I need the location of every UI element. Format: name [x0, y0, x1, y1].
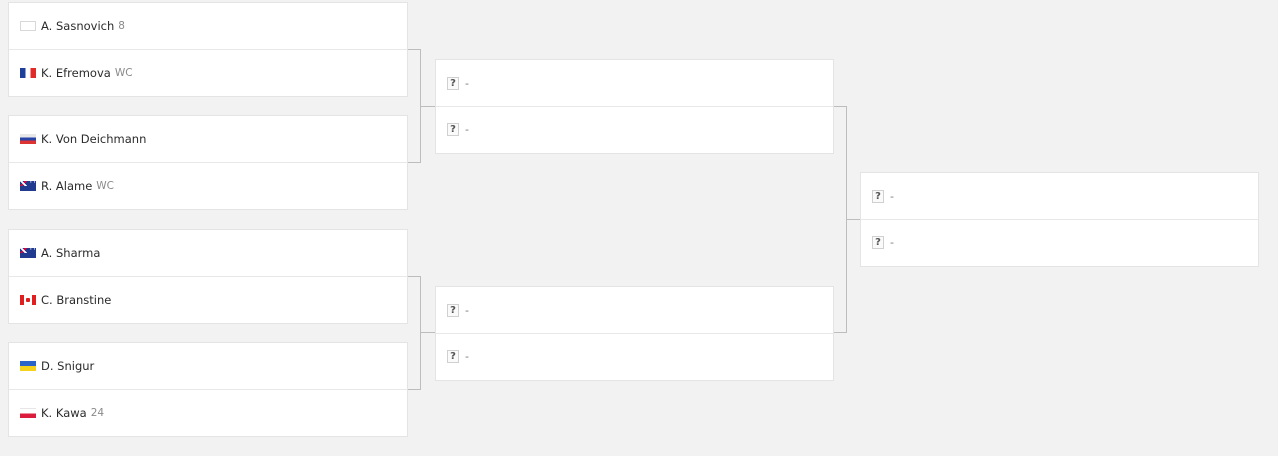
tbd-row[interactable]: ? - [861, 173, 1258, 219]
tbd-label: - [465, 350, 469, 363]
match-r1-3[interactable]: A. Sharma C. Branstine [8, 229, 408, 324]
unknown-player-icon: ? [872, 236, 884, 249]
match-r2-1[interactable]: ? - ? - [435, 59, 834, 154]
bracket-connector [408, 49, 421, 50]
player-name: K. Efremova [41, 65, 111, 80]
match-r3-1[interactable]: ? - ? - [860, 172, 1259, 267]
bracket-connector [846, 219, 860, 220]
player-name: R. Alame [41, 178, 93, 193]
bracket-connector [408, 276, 421, 277]
tbd-row[interactable]: ? - [861, 219, 1258, 265]
poland-flag-icon [20, 407, 36, 418]
player-name: C. Branstine [41, 292, 112, 307]
unknown-player-icon: ? [447, 303, 459, 317]
player-row[interactable]: C. Branstine [9, 276, 407, 322]
bracket-connector [408, 389, 421, 390]
player-row[interactable]: R. Alame WC [9, 162, 407, 208]
player-name: A. Sharma [41, 246, 101, 260]
australia-flag-icon [20, 248, 36, 258]
canada-flag-icon [20, 294, 36, 305]
ukraine-flag-icon [20, 361, 36, 371]
match-r1-4[interactable]: D. Snigur K. Kawa 24 [8, 342, 408, 437]
france-flag-icon [20, 67, 36, 78]
bracket-connector [420, 106, 435, 107]
flag-icon [20, 21, 36, 31]
bracket-connector [420, 276, 421, 390]
tbd-row[interactable]: ? - [436, 333, 833, 379]
australia-flag-icon [20, 180, 36, 191]
russia-flag-icon [20, 134, 36, 144]
tbd-label: - [890, 189, 894, 203]
match-r2-2[interactable]: ? - ? - [435, 286, 834, 381]
tbd-label: - [465, 303, 469, 317]
tbd-label: - [465, 123, 469, 136]
bracket-connector [834, 332, 847, 333]
unknown-player-icon: ? [447, 123, 459, 136]
unknown-player-icon: ? [447, 76, 459, 90]
tbd-row[interactable]: ? - [436, 60, 833, 106]
player-row[interactable]: K. Kawa 24 [9, 389, 407, 435]
tbd-label: - [890, 236, 894, 249]
player-row[interactable]: A. Sasnovich 8 [9, 3, 407, 49]
bracket-connector [420, 332, 435, 333]
tbd-row[interactable]: ? - [436, 106, 833, 152]
player-seed: WC [96, 179, 114, 192]
player-row[interactable]: K. Von Deichmann [9, 116, 407, 162]
player-row[interactable]: K. Efremova WC [9, 49, 407, 95]
player-seed: WC [114, 66, 133, 79]
tbd-label: - [465, 76, 469, 90]
player-name: A. Sasnovich [41, 19, 115, 33]
player-row[interactable]: D. Snigur [9, 343, 407, 389]
match-r1-1[interactable]: A. Sasnovich 8 K. Efremova WC [8, 2, 408, 97]
unknown-player-icon: ? [447, 350, 459, 363]
player-row[interactable]: A. Sharma [9, 230, 407, 276]
player-seed: 8 [118, 20, 125, 32]
player-seed: 24 [90, 406, 105, 419]
bracket-connector [834, 106, 847, 107]
tbd-row[interactable]: ? - [436, 287, 833, 333]
unknown-player-icon: ? [872, 189, 884, 203]
player-name: D. Snigur [41, 359, 95, 373]
player-name: K. Von Deichmann [41, 132, 147, 146]
match-r1-2[interactable]: K. Von Deichmann R. Alame WC [8, 115, 408, 210]
bracket-connector [408, 162, 421, 163]
player-name: K. Kawa [41, 405, 87, 420]
